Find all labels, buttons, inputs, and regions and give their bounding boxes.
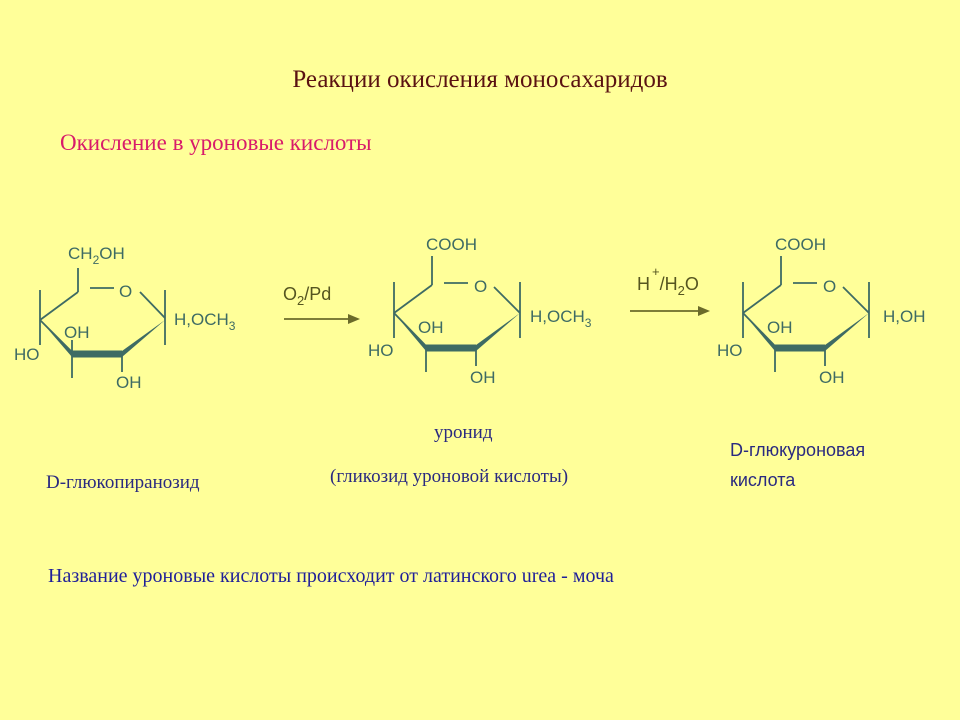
mol1-ho-left: HO <box>14 345 40 364</box>
mol2-oh-upper: OH <box>418 318 444 337</box>
molecule-glucuronic-acid <box>742 256 870 372</box>
page-title: Реакции окисления моносахаридов <box>292 66 668 93</box>
reagent-2-label: H+/H2O <box>637 264 699 298</box>
mol1-right-group: H,OCH3 <box>174 310 236 333</box>
molecule-uronide <box>393 256 521 372</box>
reaction-arrow-2 <box>630 306 710 316</box>
mol2-ring-oxygen: O <box>474 277 487 296</box>
mol1-oh-upper: OH <box>64 323 90 342</box>
mol3-top-group: COOH <box>775 235 826 254</box>
mol2-right-group: H,OCH3 <box>530 307 592 330</box>
molecule-glucopyranoside <box>39 268 166 378</box>
mol2-oh-lower: OH <box>470 368 496 387</box>
mol1-oh-lower: OH <box>116 373 142 392</box>
mol1-top-group: CH2OH <box>68 244 125 267</box>
etymology-note: Название уроновые кислоты происходит от … <box>48 565 614 587</box>
section-subtitle: Окисление в уроновые кислоты <box>60 130 372 155</box>
mol2-ho-left: HO <box>368 341 394 360</box>
mol3-ring-oxygen: O <box>823 277 836 296</box>
caption-glucuronic-acid: D-глюкуроновая <box>730 440 866 460</box>
mol3-oh-lower: OH <box>819 368 845 387</box>
caption-uronide: уронид <box>434 422 493 443</box>
reaction-arrow-1 <box>284 314 360 324</box>
caption-glucuronic-acid-line2: кислота <box>730 470 796 490</box>
mol3-oh-upper: OH <box>767 318 793 337</box>
caption-glucopyranoside: D-глюкопиранозид <box>46 472 200 493</box>
reagent-1-label: O2/Pd <box>283 284 331 308</box>
mol2-top-group: COOH <box>426 235 477 254</box>
caption-uronide-explanation: (гликозид уроновой кислоты) <box>330 466 569 487</box>
mol3-ho-left: HO <box>717 341 743 360</box>
mol3-right-group: H,OH <box>883 307 926 326</box>
mol1-ring-oxygen: O <box>119 282 132 301</box>
